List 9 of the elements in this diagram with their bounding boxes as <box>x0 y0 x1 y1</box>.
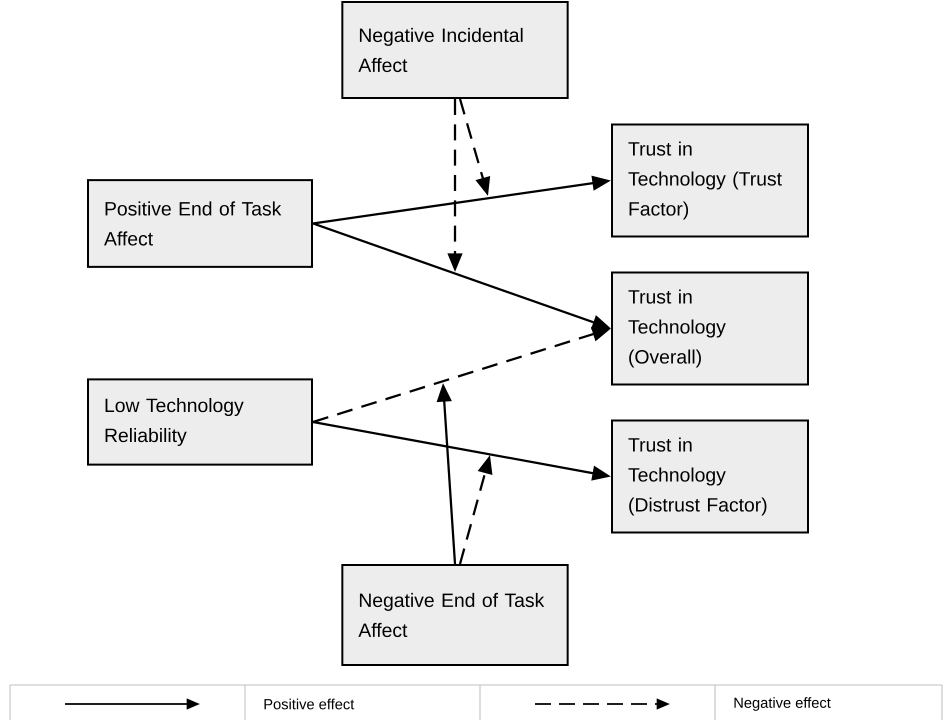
factor-box: Negative Incidental Affect <box>341 1 569 99</box>
factor-box: Positive End of Task Affect <box>87 179 313 268</box>
factor-box: Low Technology Reliability <box>87 378 313 466</box>
factor-box: Negative End of Task Affect <box>341 564 569 666</box>
factor-box: Trust in Technology (Distrust Factor) <box>611 420 809 534</box>
factor-box: Trust in Technology (Overall) <box>611 272 809 386</box>
factor-box: Trust in Technology (Trust Factor) <box>611 124 809 238</box>
legend-label: Negative effect <box>734 697 831 711</box>
legend-label: Positive effect <box>264 698 354 710</box>
